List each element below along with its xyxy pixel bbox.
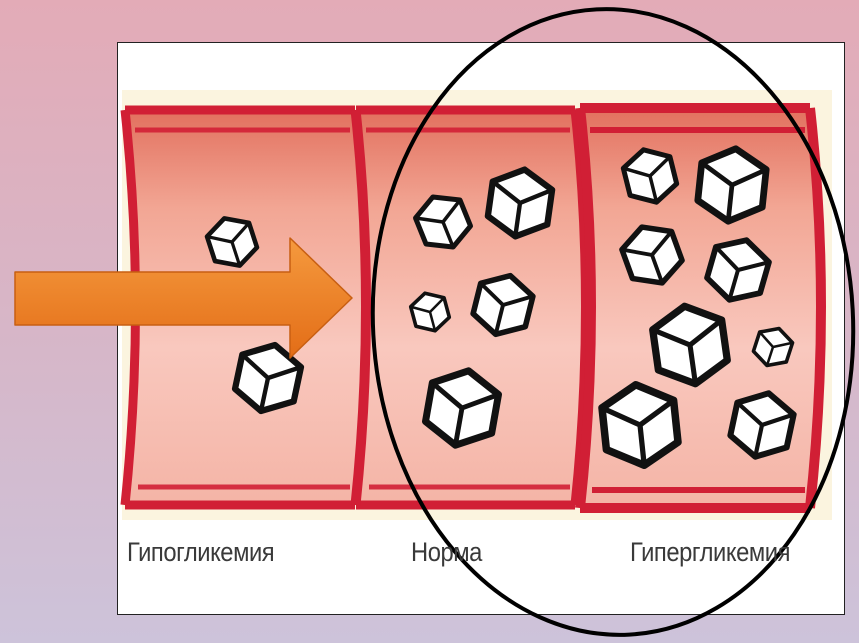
vessel-hyperglycemia <box>580 108 821 508</box>
label-hypoglycemia: Гипогликемия <box>127 537 274 568</box>
label-hyperglycemia: Гипергликемия <box>630 537 790 568</box>
vessel-normal <box>356 110 586 505</box>
label-normal: Норма <box>411 537 482 568</box>
